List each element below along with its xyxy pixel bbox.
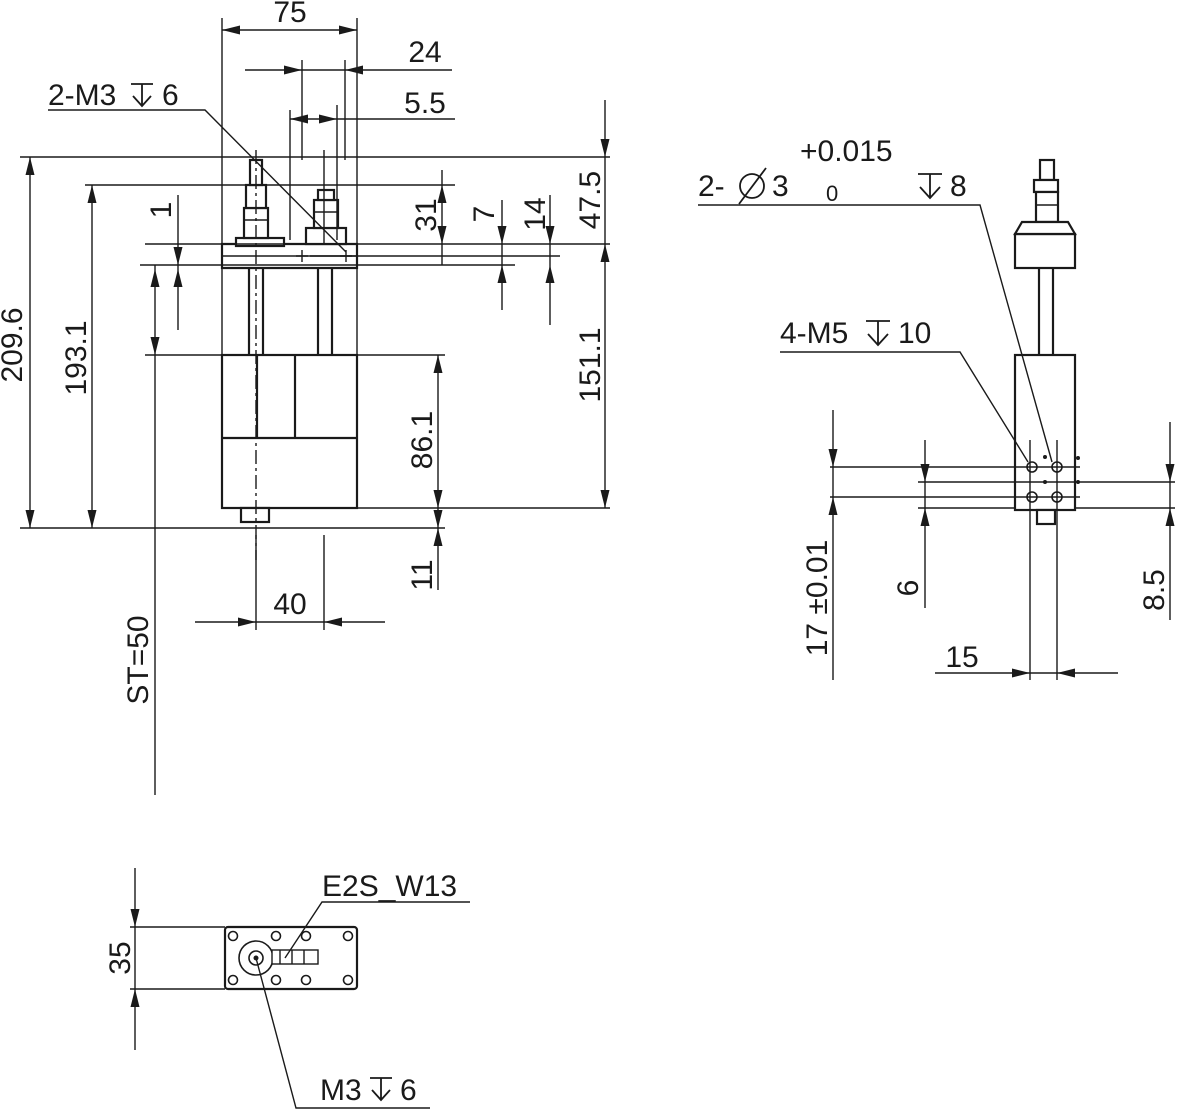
connector-label: E2S_W13	[322, 870, 457, 903]
side-view: 2- 3 +0.015 0 8 4-M5 10 17 ±0.01	[698, 135, 1175, 680]
svg-text:8: 8	[950, 170, 967, 203]
stroke-note: ST=50	[122, 615, 155, 704]
callout-4m5: 4-M5 10	[780, 317, 931, 350]
depth-symbol-icon	[918, 173, 942, 200]
dim-6: 6	[892, 580, 925, 597]
callout-2phi3: 2- 3 +0.015 0 8	[698, 135, 967, 206]
svg-text:6: 6	[162, 79, 179, 112]
air-fitting-side	[1032, 158, 1060, 224]
body-side	[1013, 353, 1077, 512]
dim-35: 35	[104, 941, 137, 974]
diameter-icon	[738, 167, 767, 205]
dim-151-1: 151.1	[574, 327, 607, 402]
dim-31: 31	[410, 198, 443, 231]
svg-text:3: 3	[772, 170, 789, 203]
dim-193-1: 193.1	[60, 320, 93, 395]
dim-86-1: 86.1	[406, 411, 439, 469]
svg-text:6: 6	[400, 1074, 417, 1107]
dim-5-5: 5.5	[404, 87, 446, 120]
dim-15: 15	[945, 641, 978, 674]
dim-75: 75	[273, 0, 306, 29]
head-block	[1013, 232, 1077, 270]
air-fitting-left	[234, 158, 286, 248]
dim-7: 7	[468, 206, 501, 223]
dim-17: 17 ±0.01	[801, 540, 834, 657]
svg-text:2-: 2-	[698, 170, 725, 203]
dim-47-5: 47.5	[574, 171, 607, 229]
dim-11: 11	[406, 559, 439, 590]
svg-text:M3: M3	[320, 1074, 362, 1107]
svg-text:2-M3: 2-M3	[48, 79, 116, 112]
connector-icon	[271, 949, 319, 965]
depth-symbol-icon	[370, 1077, 392, 1102]
svg-text:4-M5: 4-M5	[780, 317, 848, 350]
svg-text:10: 10	[898, 317, 931, 350]
dim-1: 1	[145, 202, 178, 219]
air-fitting-right	[304, 188, 348, 246]
dim-14: 14	[519, 197, 552, 230]
plate-screws	[227, 930, 354, 986]
callout-2m3: 2-M3 6	[48, 79, 179, 112]
depth-symbol-icon	[131, 83, 153, 108]
dim-8-5: 8.5	[1138, 569, 1171, 611]
callout-m3: M3 6	[320, 1074, 417, 1107]
dim-24: 24	[408, 36, 441, 69]
depth-symbol-icon	[866, 320, 890, 347]
svg-text:+0.015: +0.015	[800, 135, 893, 168]
front-view: 75 24 5.5 2-M3 6 209.6 193.1	[0, 0, 610, 795]
actuator-body	[220, 353, 359, 510]
bottom-view: 35 E2S_W13 M3 6	[104, 868, 470, 1109]
dim-209-6: 209.6	[0, 307, 29, 382]
dim-40: 40	[273, 588, 306, 621]
actuator-end-boss	[239, 506, 271, 524]
svg-text:0: 0	[826, 181, 838, 206]
